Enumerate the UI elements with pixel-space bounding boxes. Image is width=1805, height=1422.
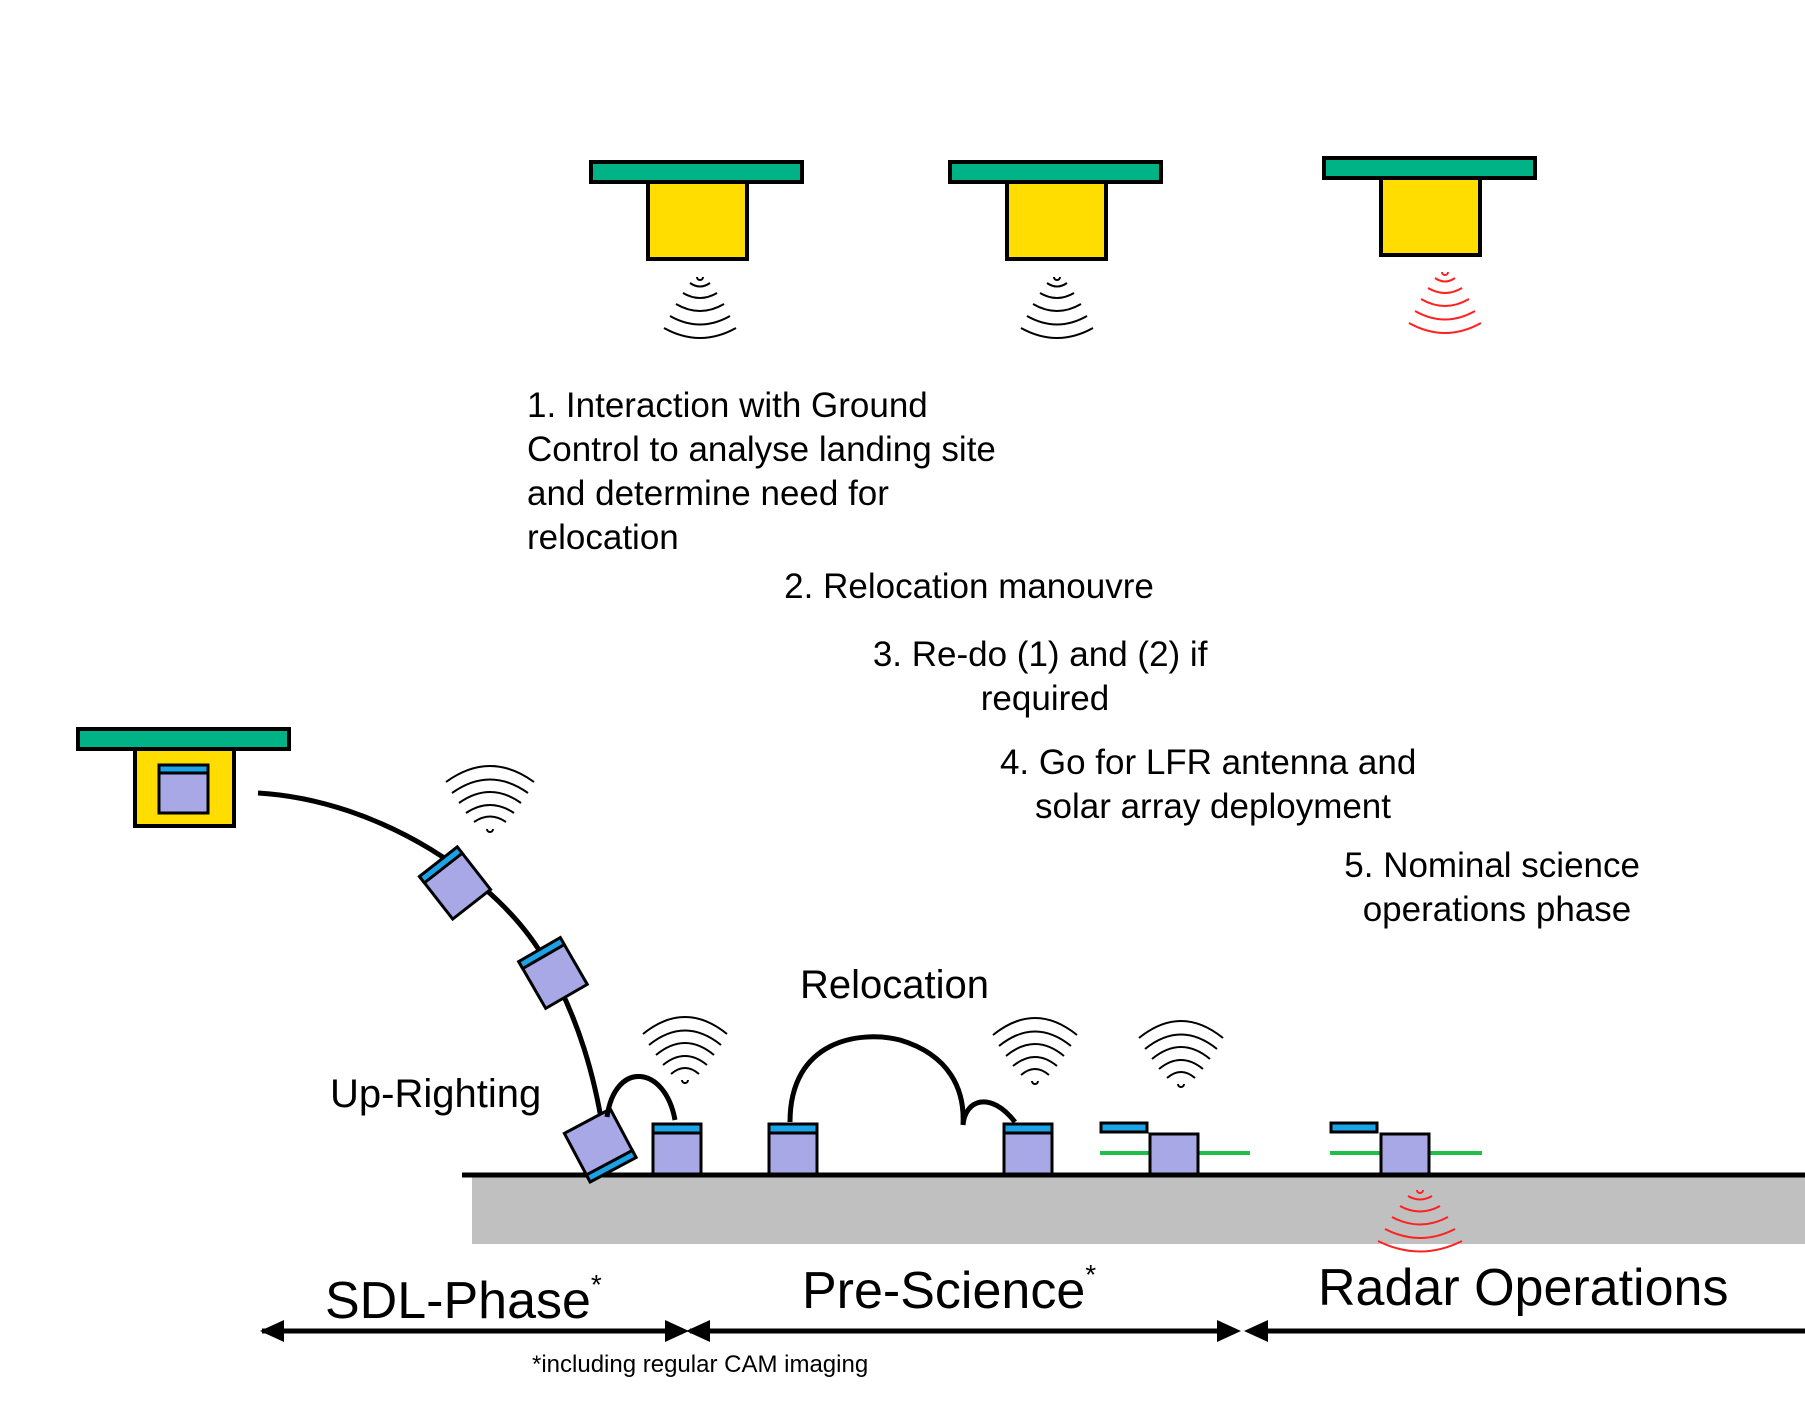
step-4-text: 4. Go for LFR antenna and solar array de… [1000, 743, 1426, 826]
lander-icon [516, 935, 590, 1011]
phase-radar-label: Radar Operations [1318, 1259, 1728, 1317]
deployed-lander-icon [1329, 1121, 1482, 1176]
step-2-text: 2. Relocation manouvre [784, 567, 1154, 606]
orbiter-1-icon [589, 160, 804, 261]
phase-sdl-sup: * [591, 1269, 602, 1300]
comm-wave-icon [1138, 1020, 1224, 1088]
step-4-line: solar array deployment [1035, 787, 1391, 826]
step-3-line: required [981, 679, 1109, 718]
footnote: *including regular CAM imaging [532, 1351, 868, 1378]
lfr-antenna [1329, 1121, 1379, 1134]
comm-wave-icon [642, 1016, 728, 1084]
step-2-line: 2. Relocation manouvre [784, 567, 1154, 606]
orbiter-with-lander-icon [76, 727, 291, 828]
step-1-text: 1. Interaction with Ground Control to an… [527, 386, 1006, 557]
lander-icon [417, 844, 493, 922]
orbiter-2-icon [948, 160, 1163, 261]
phase-sdl-text: SDL-Phase [325, 1272, 591, 1330]
phase-sdl-label: SDL-Phase* [325, 1269, 602, 1330]
deployed-lander-icon [1099, 1121, 1250, 1176]
comm-wave-icon [445, 765, 535, 833]
step-1-line: Control to analyse landing site [527, 430, 996, 469]
lfr-antenna [1099, 1121, 1149, 1134]
comm-wave-icon [663, 276, 737, 339]
ground-surface [472, 1176, 1805, 1244]
lander-icon [767, 1122, 819, 1176]
step-3-text: 3. Re-do (1) and (2) if required [873, 635, 1217, 718]
descent-trajectory [257, 790, 606, 1131]
step-5-line: operations phase [1363, 890, 1632, 929]
step-1-line: 1. Interaction with Ground [527, 386, 928, 425]
up-righting-label: Up-Righting [330, 1072, 541, 1116]
comm-wave-icon [1020, 276, 1094, 339]
lander-icon [1002, 1122, 1054, 1176]
lander-icon [562, 1106, 639, 1184]
radar-wave-icon [1377, 1189, 1463, 1253]
relocation-arc [787, 1034, 1017, 1126]
step-4-line: 4. Go for LFR antenna and [1000, 743, 1416, 782]
phase-radar-text: Radar Operations [1318, 1259, 1728, 1317]
orbiter-3-icon [1322, 156, 1537, 257]
up-righting-arc [604, 1074, 678, 1121]
comm-wave-icon [992, 1017, 1078, 1085]
lander-icon [651, 1122, 703, 1176]
relocation-label: Relocation [800, 963, 989, 1007]
phase-pre-science-sup: * [1085, 1259, 1096, 1290]
step-3-line: 3. Re-do (1) and (2) if [873, 635, 1208, 674]
step-1-line: relocation [527, 518, 679, 557]
phase-timeline [260, 1320, 1805, 1342]
phase-pre-science-label: Pre-Science* [802, 1259, 1096, 1320]
radar-wave-icon [1408, 271, 1482, 334]
step-5-line: 5. Nominal science [1344, 846, 1640, 885]
step-1-line: and determine need for [527, 474, 889, 513]
phase-pre-science-text: Pre-Science [802, 1262, 1085, 1320]
step-5-text: 5. Nominal science operations phase [1344, 846, 1649, 929]
